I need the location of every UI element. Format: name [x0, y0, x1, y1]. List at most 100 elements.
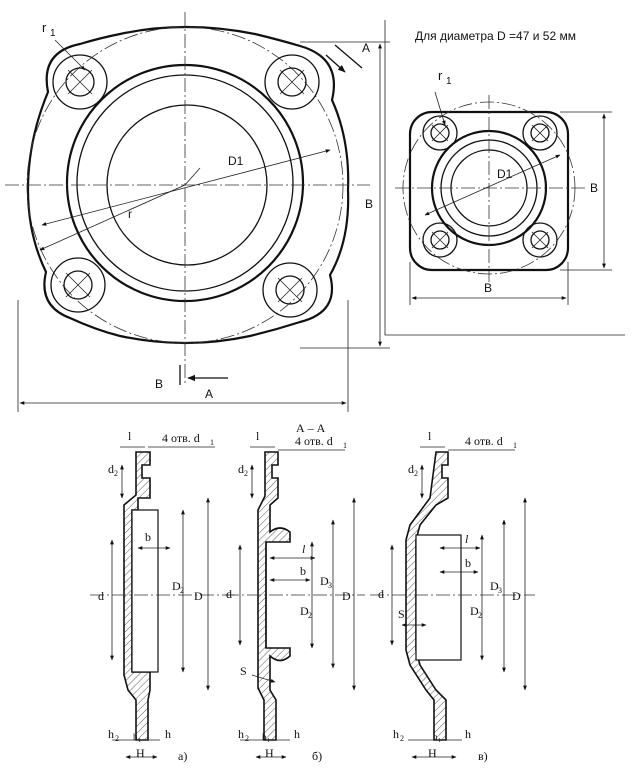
section-a-D2-sub: 2: [180, 586, 184, 595]
r1-leader: [54, 39, 86, 71]
section-a-D2-label: D: [172, 579, 181, 593]
bolt-hole-top-right: [264, 54, 320, 110]
section-b-h1-sub: 1: [267, 738, 270, 744]
section-b-d-label: d: [226, 587, 232, 601]
r-label: r: [128, 207, 132, 221]
section-v-h-label: h: [465, 727, 471, 741]
section-b-d2-label: d: [238, 462, 244, 476]
section-b: А – А l 4 отв. d 1 d 2 d l b D 2 D 3 D S…: [225, 421, 365, 763]
top-right-frame: [384, 20, 625, 336]
square-b-label-bottom: B: [484, 281, 492, 295]
section-a-H-label: H: [136, 746, 145, 760]
section-b-body: [257, 451, 291, 741]
section-arrow-a-top-line: [334, 44, 363, 69]
section-v-h2-label: h: [393, 727, 399, 741]
section-a-h1-sub: 1: [138, 738, 141, 744]
square-r1-label: r: [438, 68, 443, 83]
b-label-right: B: [365, 197, 373, 211]
section-b-h2-sub: 2: [245, 734, 249, 743]
square-bolt-hole-bottom-left: [422, 222, 458, 258]
square-d1-label: D1: [497, 167, 513, 181]
section-arrow-a-top: [325, 54, 346, 73]
r1-label-subscript: 1: [50, 28, 56, 39]
top-view-round-flange: D1 r r 1 A A B B: [5, 12, 390, 412]
section-v-d2-sub: 2: [414, 469, 418, 478]
section-b-d2-sub: 2: [244, 469, 248, 478]
section-v-h1-sub: 1: [438, 738, 441, 744]
section-a-h2-sub: 2: [115, 734, 119, 743]
r-radius-tick: [184, 167, 201, 186]
section-b-D3-label: D: [320, 574, 329, 588]
section-b-S-leader: [251, 674, 276, 683]
section-v-h1-label: h: [433, 732, 438, 742]
section-a-h-label: h: [165, 727, 171, 741]
dimension-note: Для диаметра D =47 и 52 мм: [415, 29, 576, 43]
section-v: l 4 отв. d 1 d 2 d l b D 2 D 3 D S h 2 h…: [370, 429, 535, 763]
section-v-S-label: S: [398, 607, 405, 621]
d1-dimension-line: [41, 149, 331, 226]
section-v-d-label: d: [378, 587, 384, 601]
section-v-b-label: b: [465, 556, 471, 570]
d1-label: D1: [228, 154, 244, 168]
section-v-l-label: l: [428, 429, 432, 443]
section-a: l 4 отв. d 1 d 2 d b D 2 D h 2 h 1 h H а…: [90, 429, 235, 763]
section-v-D3-sub: 3: [498, 586, 502, 595]
square-bolt-hole-bottom-right: [522, 222, 558, 258]
r-radius-line: [39, 184, 186, 251]
section-label-a-bottom: A: [205, 387, 213, 401]
section-v-caption: в): [478, 749, 488, 763]
section-v-holes-sub: 1: [513, 441, 517, 450]
bolt-hole-top-left: [52, 54, 108, 110]
bolt-hole-bottom-left: [50, 257, 106, 313]
section-v-D2-sub: 2: [478, 611, 482, 620]
section-b-H-label: H: [265, 746, 274, 760]
section-b-D2-label: D: [300, 604, 309, 618]
section-v-l-italic-label: l: [465, 532, 469, 546]
section-a-caption: а): [178, 749, 187, 763]
top-view-square-flange: Для диаметра D =47 и 52 мм D1 r 1: [395, 29, 612, 305]
section-b-holes-label: 4 отв. d: [295, 434, 333, 448]
square-bolt-hole-top-right: [522, 115, 558, 151]
section-a-d-label: d: [98, 589, 104, 603]
section-a-h2-label: h: [108, 727, 114, 741]
section-b-h-label: h: [294, 727, 300, 741]
section-b-header: А – А: [296, 421, 326, 435]
section-b-D-label: D: [342, 589, 351, 603]
r1-label: r: [42, 20, 47, 35]
section-b-D3-sub: 3: [328, 581, 332, 590]
section-b-h2-label: h: [238, 727, 244, 741]
section-a-h1-label: h: [133, 732, 138, 742]
b-label-bottom: B: [155, 377, 163, 391]
square-r1-label-subscript: 1: [446, 76, 452, 87]
square-b-label-right: B: [590, 181, 598, 195]
section-v-H-label: H: [428, 746, 437, 760]
section-b-holes-sub: 1: [343, 441, 347, 450]
section-b-caption: б): [312, 749, 322, 763]
section-a-bore: [131, 509, 159, 673]
section-b-l-label: l: [256, 429, 260, 443]
section-v-holes-label: 4 отв. d: [465, 434, 503, 448]
square-r1-leader: [434, 91, 446, 126]
section-v-D2-label: D: [470, 604, 479, 618]
section-v-D-label: D: [512, 589, 521, 603]
section-v-bore: [415, 534, 462, 661]
section-v-body: [405, 451, 449, 741]
section-b-b-label: b: [300, 564, 306, 578]
bolt-hole-bottom-right: [262, 262, 318, 318]
section-a-holes-label: 4 отв. d: [162, 431, 200, 445]
section-label-a-top: A: [362, 41, 370, 55]
section-a-d2-label: d: [108, 462, 114, 476]
square-bolt-hole-top-left: [422, 115, 458, 151]
section-a-d2-sub: 2: [114, 469, 118, 478]
section-a-D-label: D: [194, 589, 203, 603]
section-b-D2-sub: 2: [308, 611, 312, 620]
section-a-holes-sub: 1: [210, 438, 214, 447]
square-d1-dimension-line: [424, 154, 561, 216]
section-a-l-label: l: [128, 429, 132, 443]
section-v-h2-sub: 2: [400, 734, 404, 743]
section-v-D3-label: D: [490, 579, 499, 593]
section-a-b-label: b: [145, 530, 151, 544]
section-b-l-italic-label: l: [302, 542, 306, 556]
section-b-h1-label: h: [262, 732, 267, 742]
section-b-S-label: S: [240, 664, 247, 678]
